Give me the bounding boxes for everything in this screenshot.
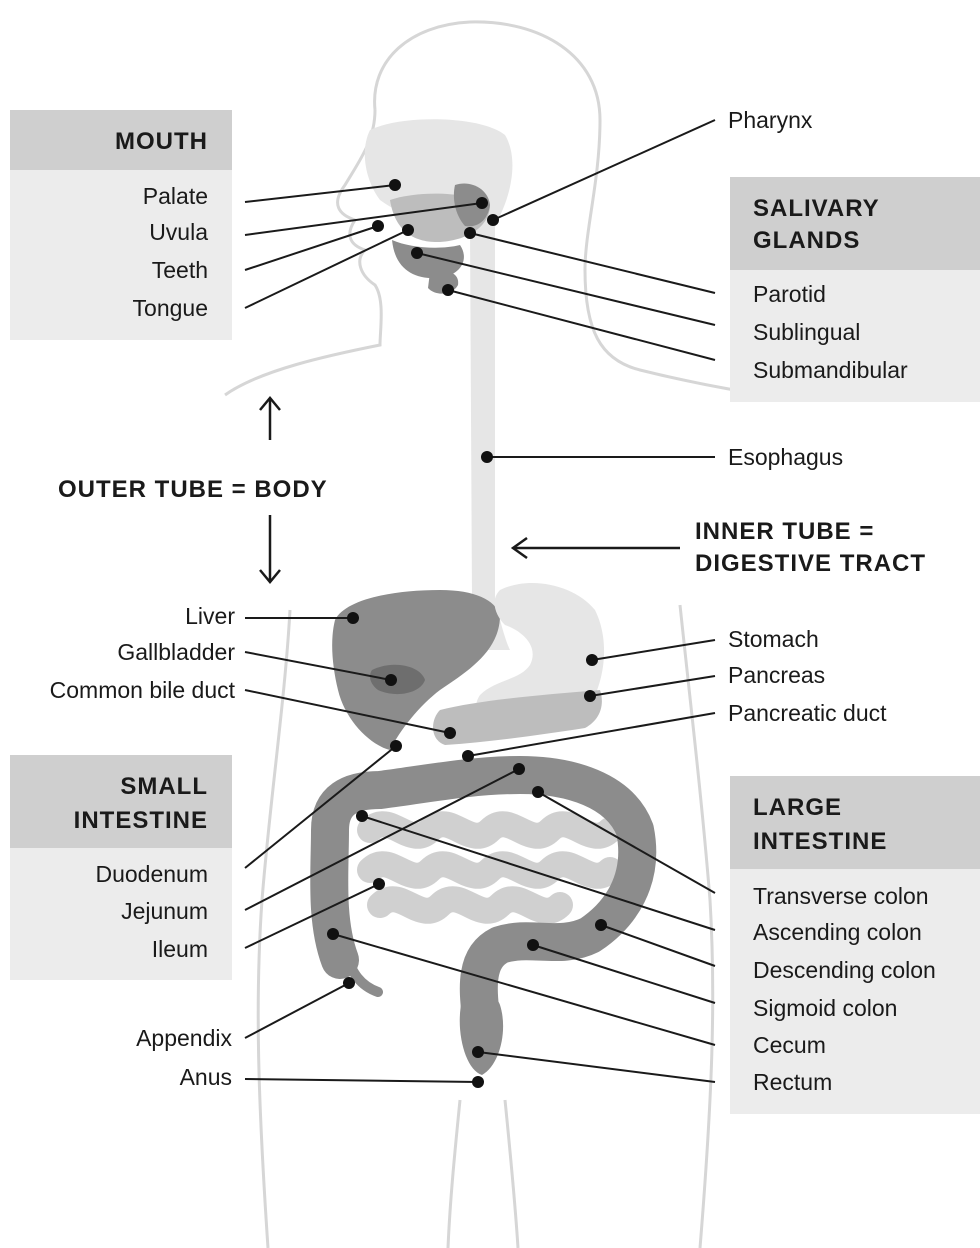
salivary-title-line2: GLANDS: [753, 225, 860, 257]
small-intestine-title-line2: INTESTINE: [74, 805, 208, 837]
label-stomach: Stomach: [728, 625, 819, 653]
inner-tube-arrow: [513, 538, 680, 558]
body-outline: [225, 22, 800, 1248]
label-pharynx: Pharynx: [728, 106, 812, 134]
label-gallbladder: Gallbladder: [117, 638, 235, 666]
label-anus: Anus: [180, 1063, 232, 1091]
small-intestine-title-line1: SMALL: [120, 771, 208, 803]
label-tongue: Tongue: [133, 294, 208, 322]
label-ascending-colon: Ascending colon: [753, 918, 922, 946]
label-rectum: Rectum: [753, 1068, 832, 1096]
large-intestine-panel-header: LARGE INTESTINE: [730, 776, 980, 869]
salivary-panel-header: SALIVARY GLANDS: [730, 177, 980, 270]
label-cecum: Cecum: [753, 1031, 826, 1059]
label-common-bile-duct: Common bile duct: [50, 676, 235, 704]
label-sublingual: Sublingual: [753, 318, 860, 346]
label-pancreatic-duct: Pancreatic duct: [728, 699, 887, 727]
small-intestine-coils: [370, 824, 610, 911]
label-descending-colon: Descending colon: [753, 956, 936, 984]
mouth-title: MOUTH: [115, 126, 208, 158]
label-esophagus: Esophagus: [728, 443, 843, 471]
label-ileum: Ileum: [152, 935, 208, 963]
outer-tube-callout: OUTER TUBE = BODY: [58, 476, 328, 504]
label-submandibular: Submandibular: [753, 356, 908, 384]
salivary-title-line1: SALIVARY: [753, 193, 880, 225]
mouth-panel-header: MOUTH: [10, 110, 232, 170]
label-liver: Liver: [185, 602, 235, 630]
label-palate: Palate: [143, 182, 208, 210]
inner-tube-callout-line2: DIGESTIVE TRACT: [695, 550, 926, 578]
label-parotid: Parotid: [753, 280, 826, 308]
label-transverse-colon: Transverse colon: [753, 882, 929, 910]
label-uvula: Uvula: [149, 218, 208, 246]
label-sigmoid-colon: Sigmoid colon: [753, 994, 897, 1022]
label-pancreas: Pancreas: [728, 661, 825, 689]
label-jejunum: Jejunum: [121, 897, 208, 925]
large-intestine-title-line2: INTESTINE: [753, 826, 887, 858]
label-teeth: Teeth: [152, 256, 208, 284]
label-appendix: Appendix: [136, 1024, 232, 1052]
small-intestine-panel-header: SMALL INTESTINE: [10, 755, 232, 848]
large-intestine-title-line1: LARGE: [753, 792, 842, 824]
label-duodenum: Duodenum: [95, 860, 208, 888]
inner-tube-callout-line1: INNER TUBE =: [695, 518, 874, 546]
